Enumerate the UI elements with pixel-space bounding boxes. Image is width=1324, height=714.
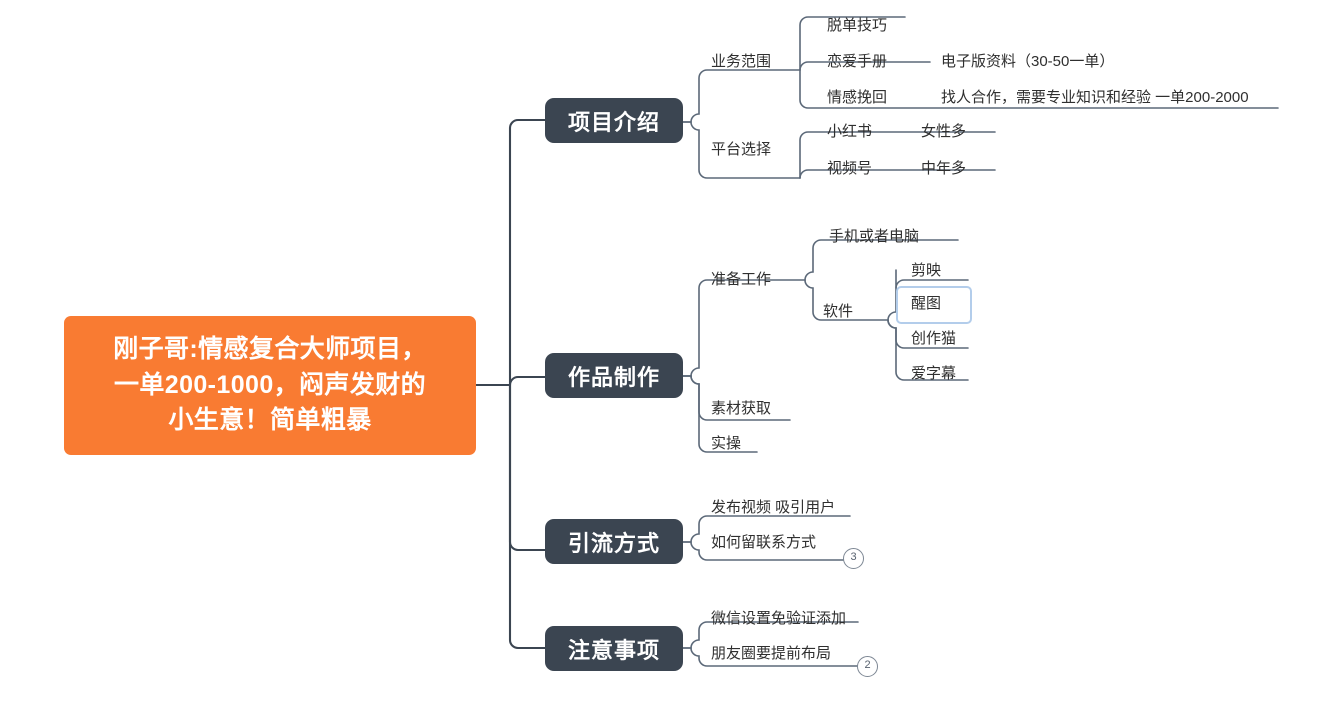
badge-count-traffic: 3: [843, 548, 864, 569]
node-software[interactable]: 软件: [823, 303, 854, 320]
node-xiaohongshu[interactable]: 小红书: [827, 123, 873, 140]
root-line-2: 一单200-1000，闷声发财的: [113, 370, 427, 399]
node-platform-choice[interactable]: 平台选择: [711, 141, 772, 158]
node-dating-tips[interactable]: 脱单技巧: [827, 17, 888, 34]
node-emotional-recovery[interactable]: 情感挽回: [827, 89, 888, 106]
node-preparation[interactable]: 准备工作: [711, 271, 772, 288]
node-practice[interactable]: 实操: [711, 435, 742, 452]
node-aizimu[interactable]: 爱字幕: [911, 365, 957, 382]
branch-node-production[interactable]: 作品制作: [545, 353, 683, 398]
branch-label: 注意事项: [567, 637, 660, 663]
badge-count-notes: 2: [857, 656, 878, 677]
root-line-3: 小生意！简单粗暴: [168, 406, 372, 435]
branch-node-project-intro[interactable]: 项目介绍: [545, 98, 683, 143]
root-node[interactable]: 刚子哥:情感复合大师项目， 一单200-1000，闷声发财的 小生意！简单粗暴: [64, 316, 476, 455]
node-emotional-recovery-detail[interactable]: 找人合作，需要专业知识和经验 一单200-2000: [941, 89, 1249, 106]
node-publish-video[interactable]: 发布视频 吸引用户: [711, 499, 836, 516]
node-jianying[interactable]: 剪映: [911, 262, 942, 279]
branch-node-traffic[interactable]: 引流方式: [545, 519, 683, 564]
node-xingtu[interactable]: 醒图: [911, 295, 942, 312]
node-chuangzuomao[interactable]: 创作猫: [911, 330, 957, 347]
node-business-scope[interactable]: 业务范围: [711, 53, 772, 70]
branch-label: 引流方式: [567, 530, 660, 556]
node-phone-or-computer[interactable]: 手机或者电脑: [829, 228, 920, 245]
node-love-handbook[interactable]: 恋爱手册: [827, 53, 888, 70]
root-line-1: 刚子哥:情感复合大师项目，: [113, 335, 427, 364]
branch-label: 作品制作: [567, 364, 660, 390]
node-leave-contact[interactable]: 如何留联系方式: [711, 534, 817, 551]
node-video-account[interactable]: 视频号: [827, 160, 873, 177]
node-moments-layout[interactable]: 朋友圈要提前布局: [711, 645, 832, 662]
node-wechat-setting[interactable]: 微信设置免验证添加: [711, 610, 847, 627]
node-love-handbook-detail[interactable]: 电子版资料（30-50一单）: [941, 53, 1115, 70]
node-material-sourcing[interactable]: 素材获取: [711, 400, 772, 417]
root-node-text: 刚子哥:情感复合大师项目， 一单200-1000，闷声发财的 小生意！简单粗暴: [113, 332, 427, 439]
node-xiaohongshu-detail[interactable]: 女性多: [921, 123, 967, 140]
node-video-account-detail[interactable]: 中年多: [921, 160, 967, 177]
branch-node-notes[interactable]: 注意事项: [545, 626, 683, 671]
branch-label: 项目介绍: [567, 109, 660, 135]
